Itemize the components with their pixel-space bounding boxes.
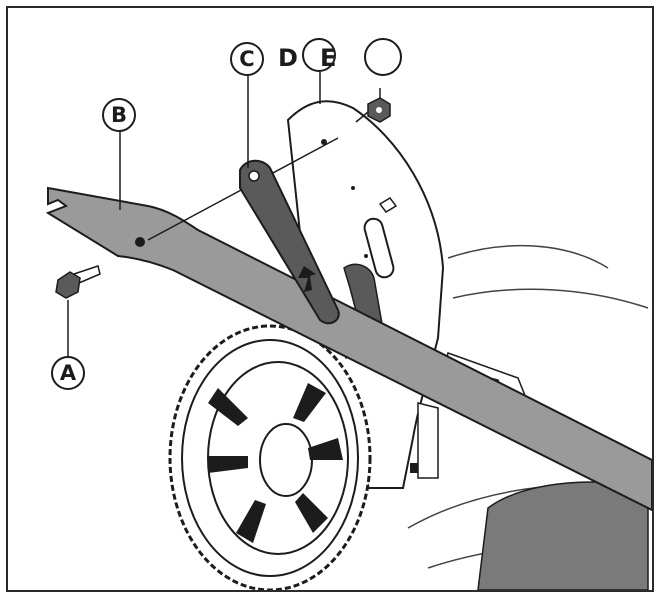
callout-b: B [102,98,136,132]
diagram-frame: B C D E A [6,6,654,592]
callout-e-label: E [320,44,337,72]
callout-blank [364,38,402,76]
callout-c: C [230,42,264,76]
callout-d-label: D [278,44,298,72]
handle-key [239,159,340,325]
handle-bar [45,186,652,512]
callout-d-circle [302,38,336,72]
mower-engine-cover [477,481,649,590]
rear-wheel [168,324,372,590]
bolt-a [55,265,101,356]
callout-a: A [51,356,85,390]
mower-handle-assembly-illustration [45,72,652,590]
nut-e [355,88,391,123]
